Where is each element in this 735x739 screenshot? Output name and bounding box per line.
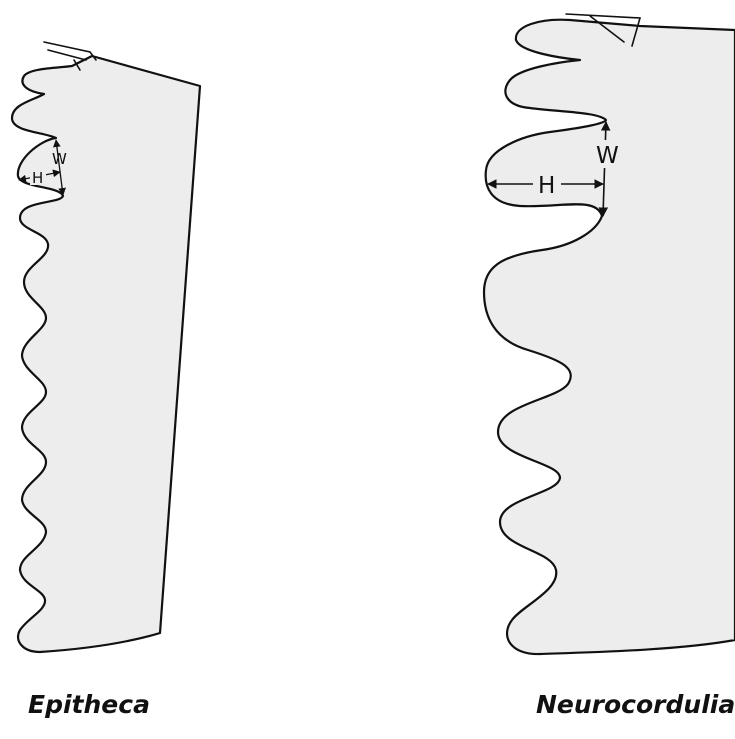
neurocordulia-shape <box>484 14 735 654</box>
epitheca-outline <box>12 56 200 652</box>
epitheca-caption: Epitheca <box>28 690 150 719</box>
epitheca-shape <box>12 42 200 652</box>
epitheca-height-label: H <box>32 169 43 187</box>
epitheca-width-label: W <box>52 150 67 168</box>
neurocordulia-outline <box>484 20 735 654</box>
neurocordulia-caption: Neurocordulia <box>536 690 735 719</box>
neurocordulia-width-label: W <box>596 143 619 169</box>
neurocordulia-height-label: H <box>538 173 555 199</box>
